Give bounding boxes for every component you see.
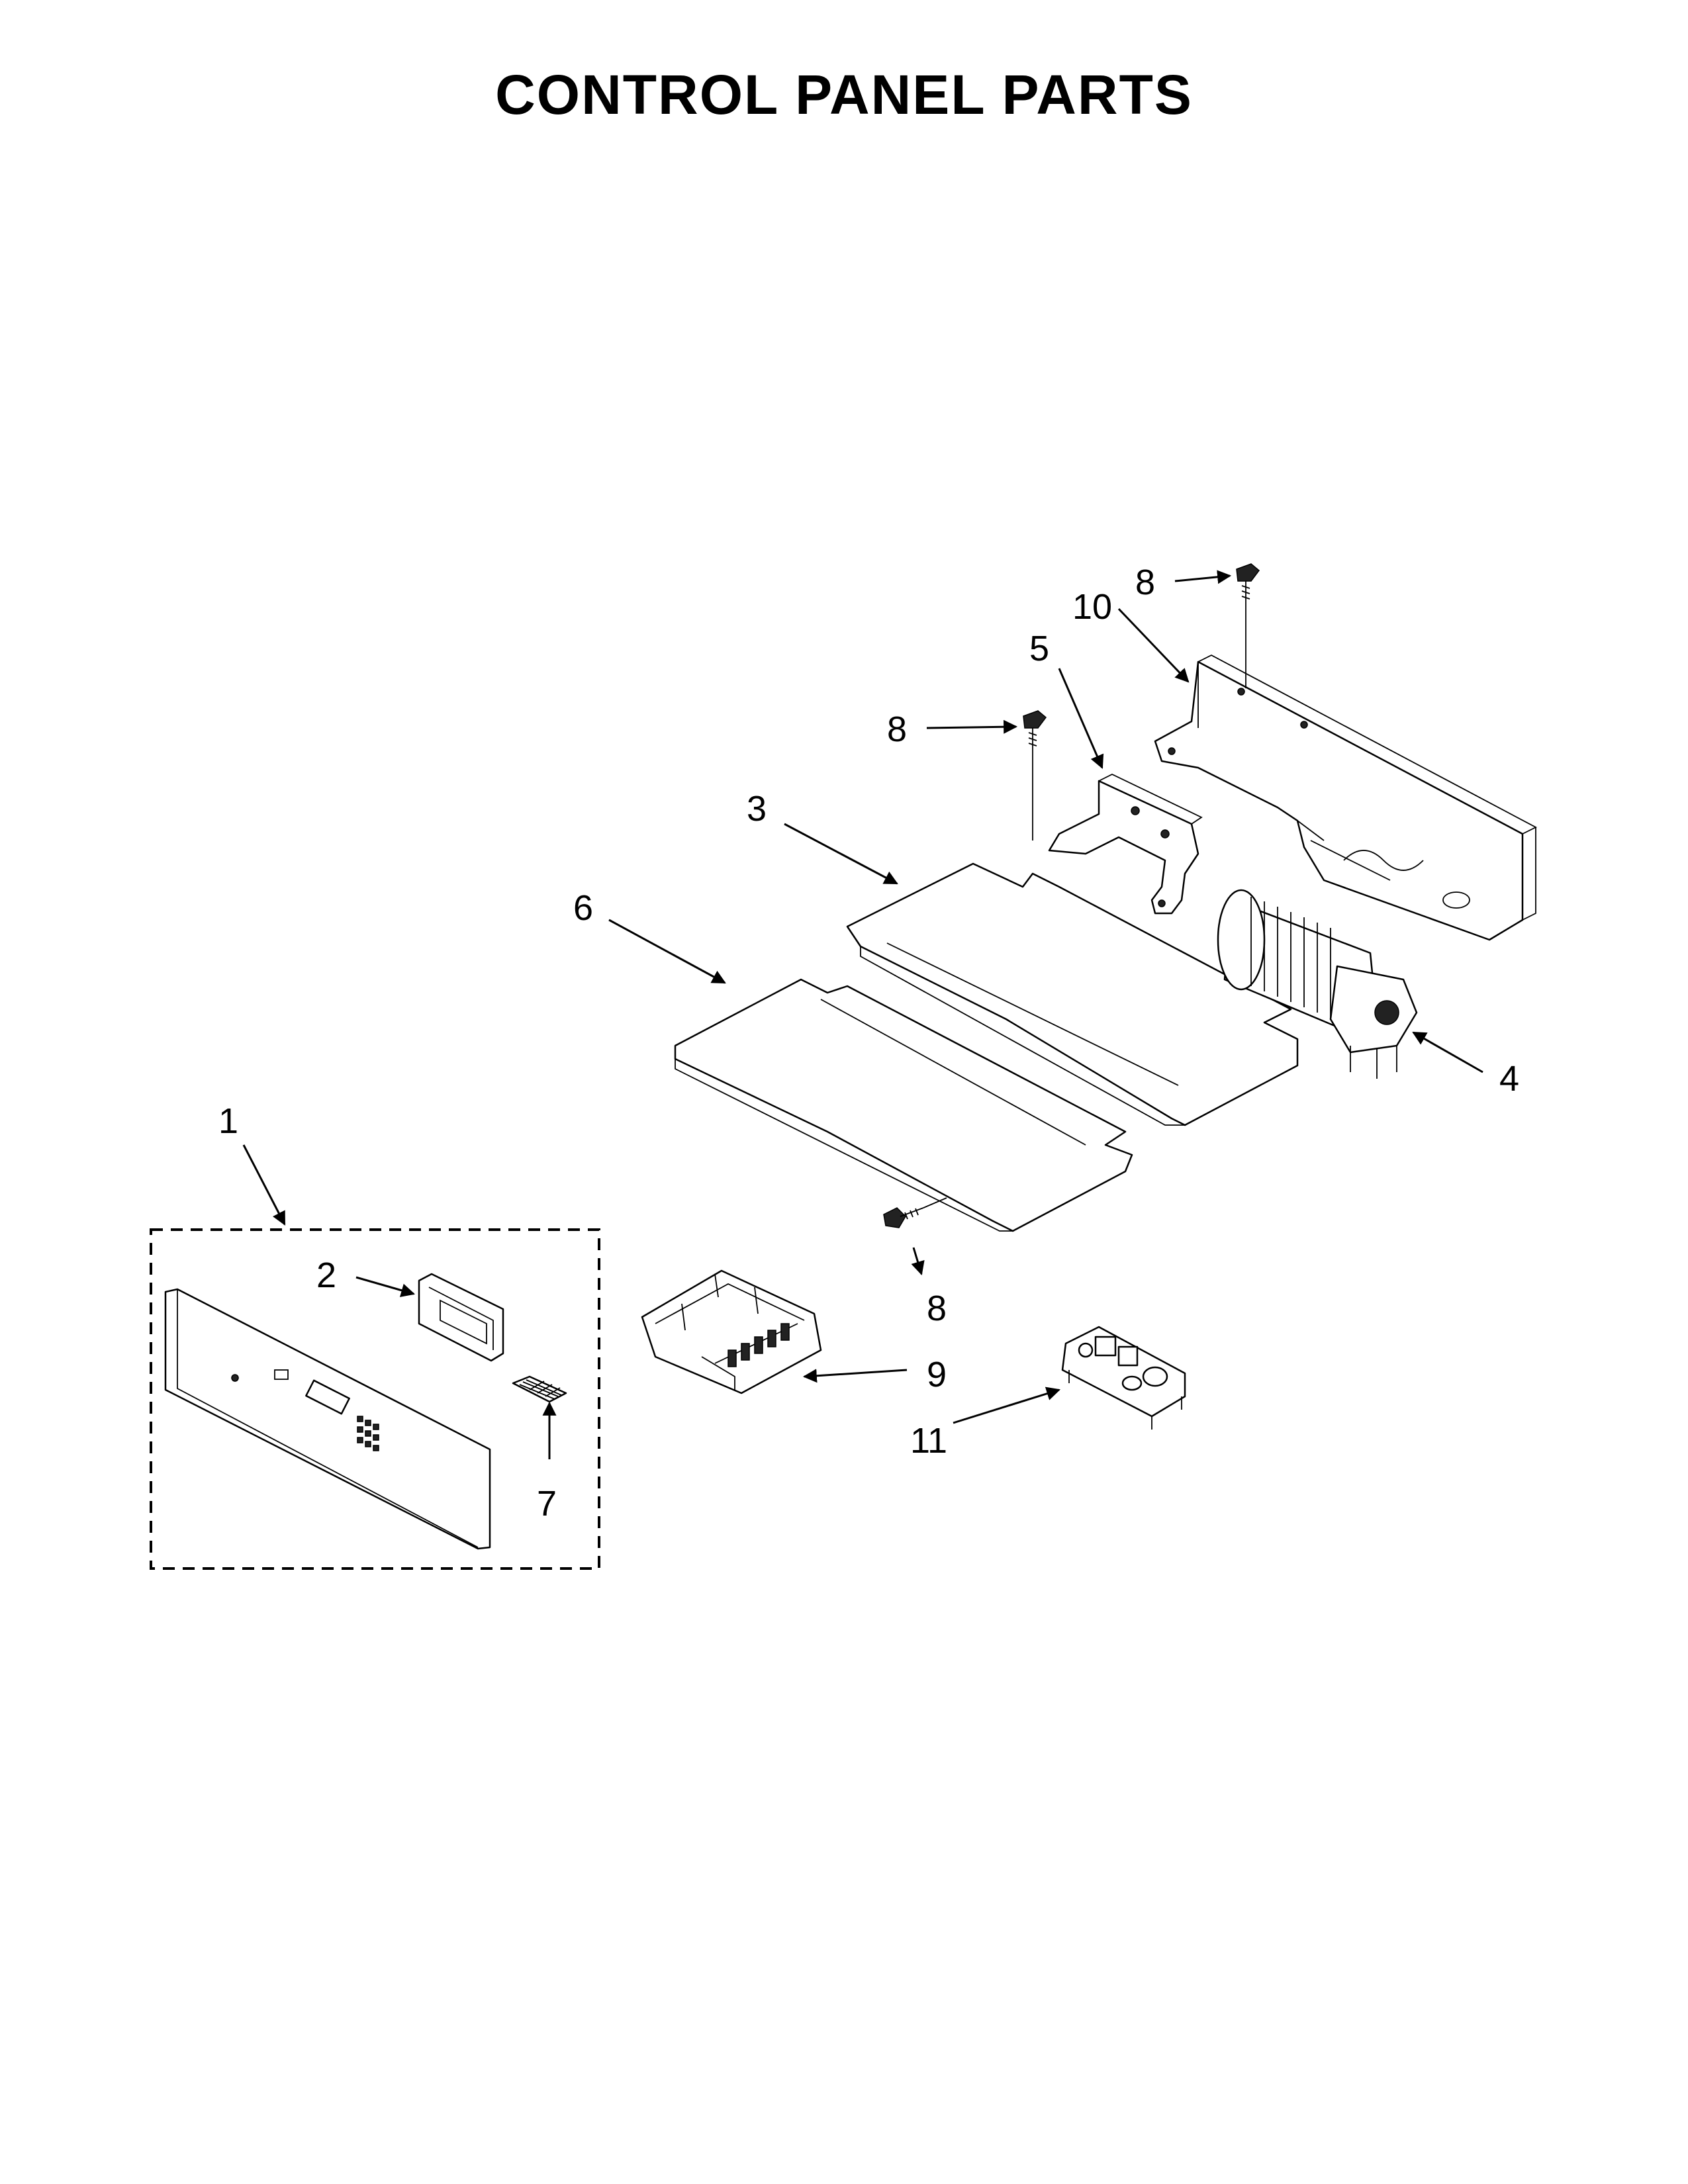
- callout-1: 1: [218, 1101, 238, 1141]
- callout-10: 10: [1072, 587, 1112, 627]
- part-7-keypad: [512, 1375, 567, 1403]
- part-10-bracket: [1154, 654, 1537, 941]
- callout-4: 4: [1499, 1059, 1519, 1099]
- callout-2: 2: [316, 1255, 336, 1295]
- page-title: CONTROL PANEL PARTS: [495, 64, 1193, 126]
- part-4-blower-fan: [1217, 889, 1418, 1079]
- part-6-panel: [674, 978, 1133, 1232]
- assembly-group-box: [150, 1228, 600, 1570]
- part-3-panel: [846, 862, 1299, 1126]
- part-5-bracket: [1048, 773, 1203, 915]
- callout-8-middle: 8: [887, 709, 907, 749]
- callout-9: 9: [927, 1355, 947, 1394]
- callout-11: 11: [910, 1421, 947, 1461]
- callout-7: 7: [537, 1484, 557, 1524]
- screw-icon: [883, 1197, 947, 1228]
- part-11-power-board: [1061, 1326, 1186, 1430]
- callout-8-bottom: 8: [927, 1289, 947, 1328]
- part-2-display-board: [418, 1273, 504, 1362]
- callout-3: 3: [747, 789, 767, 829]
- screw-icon: [1023, 710, 1047, 841]
- screw-icon: [1236, 563, 1260, 688]
- part-1-control-panel: [164, 1288, 491, 1550]
- callout-6: 6: [573, 888, 593, 928]
- arrow-icon: [242, 570, 1483, 1459]
- part-9-housing: [641, 1269, 822, 1394]
- callout-5: 5: [1029, 629, 1049, 668]
- callout-8-top: 8: [1135, 563, 1155, 602]
